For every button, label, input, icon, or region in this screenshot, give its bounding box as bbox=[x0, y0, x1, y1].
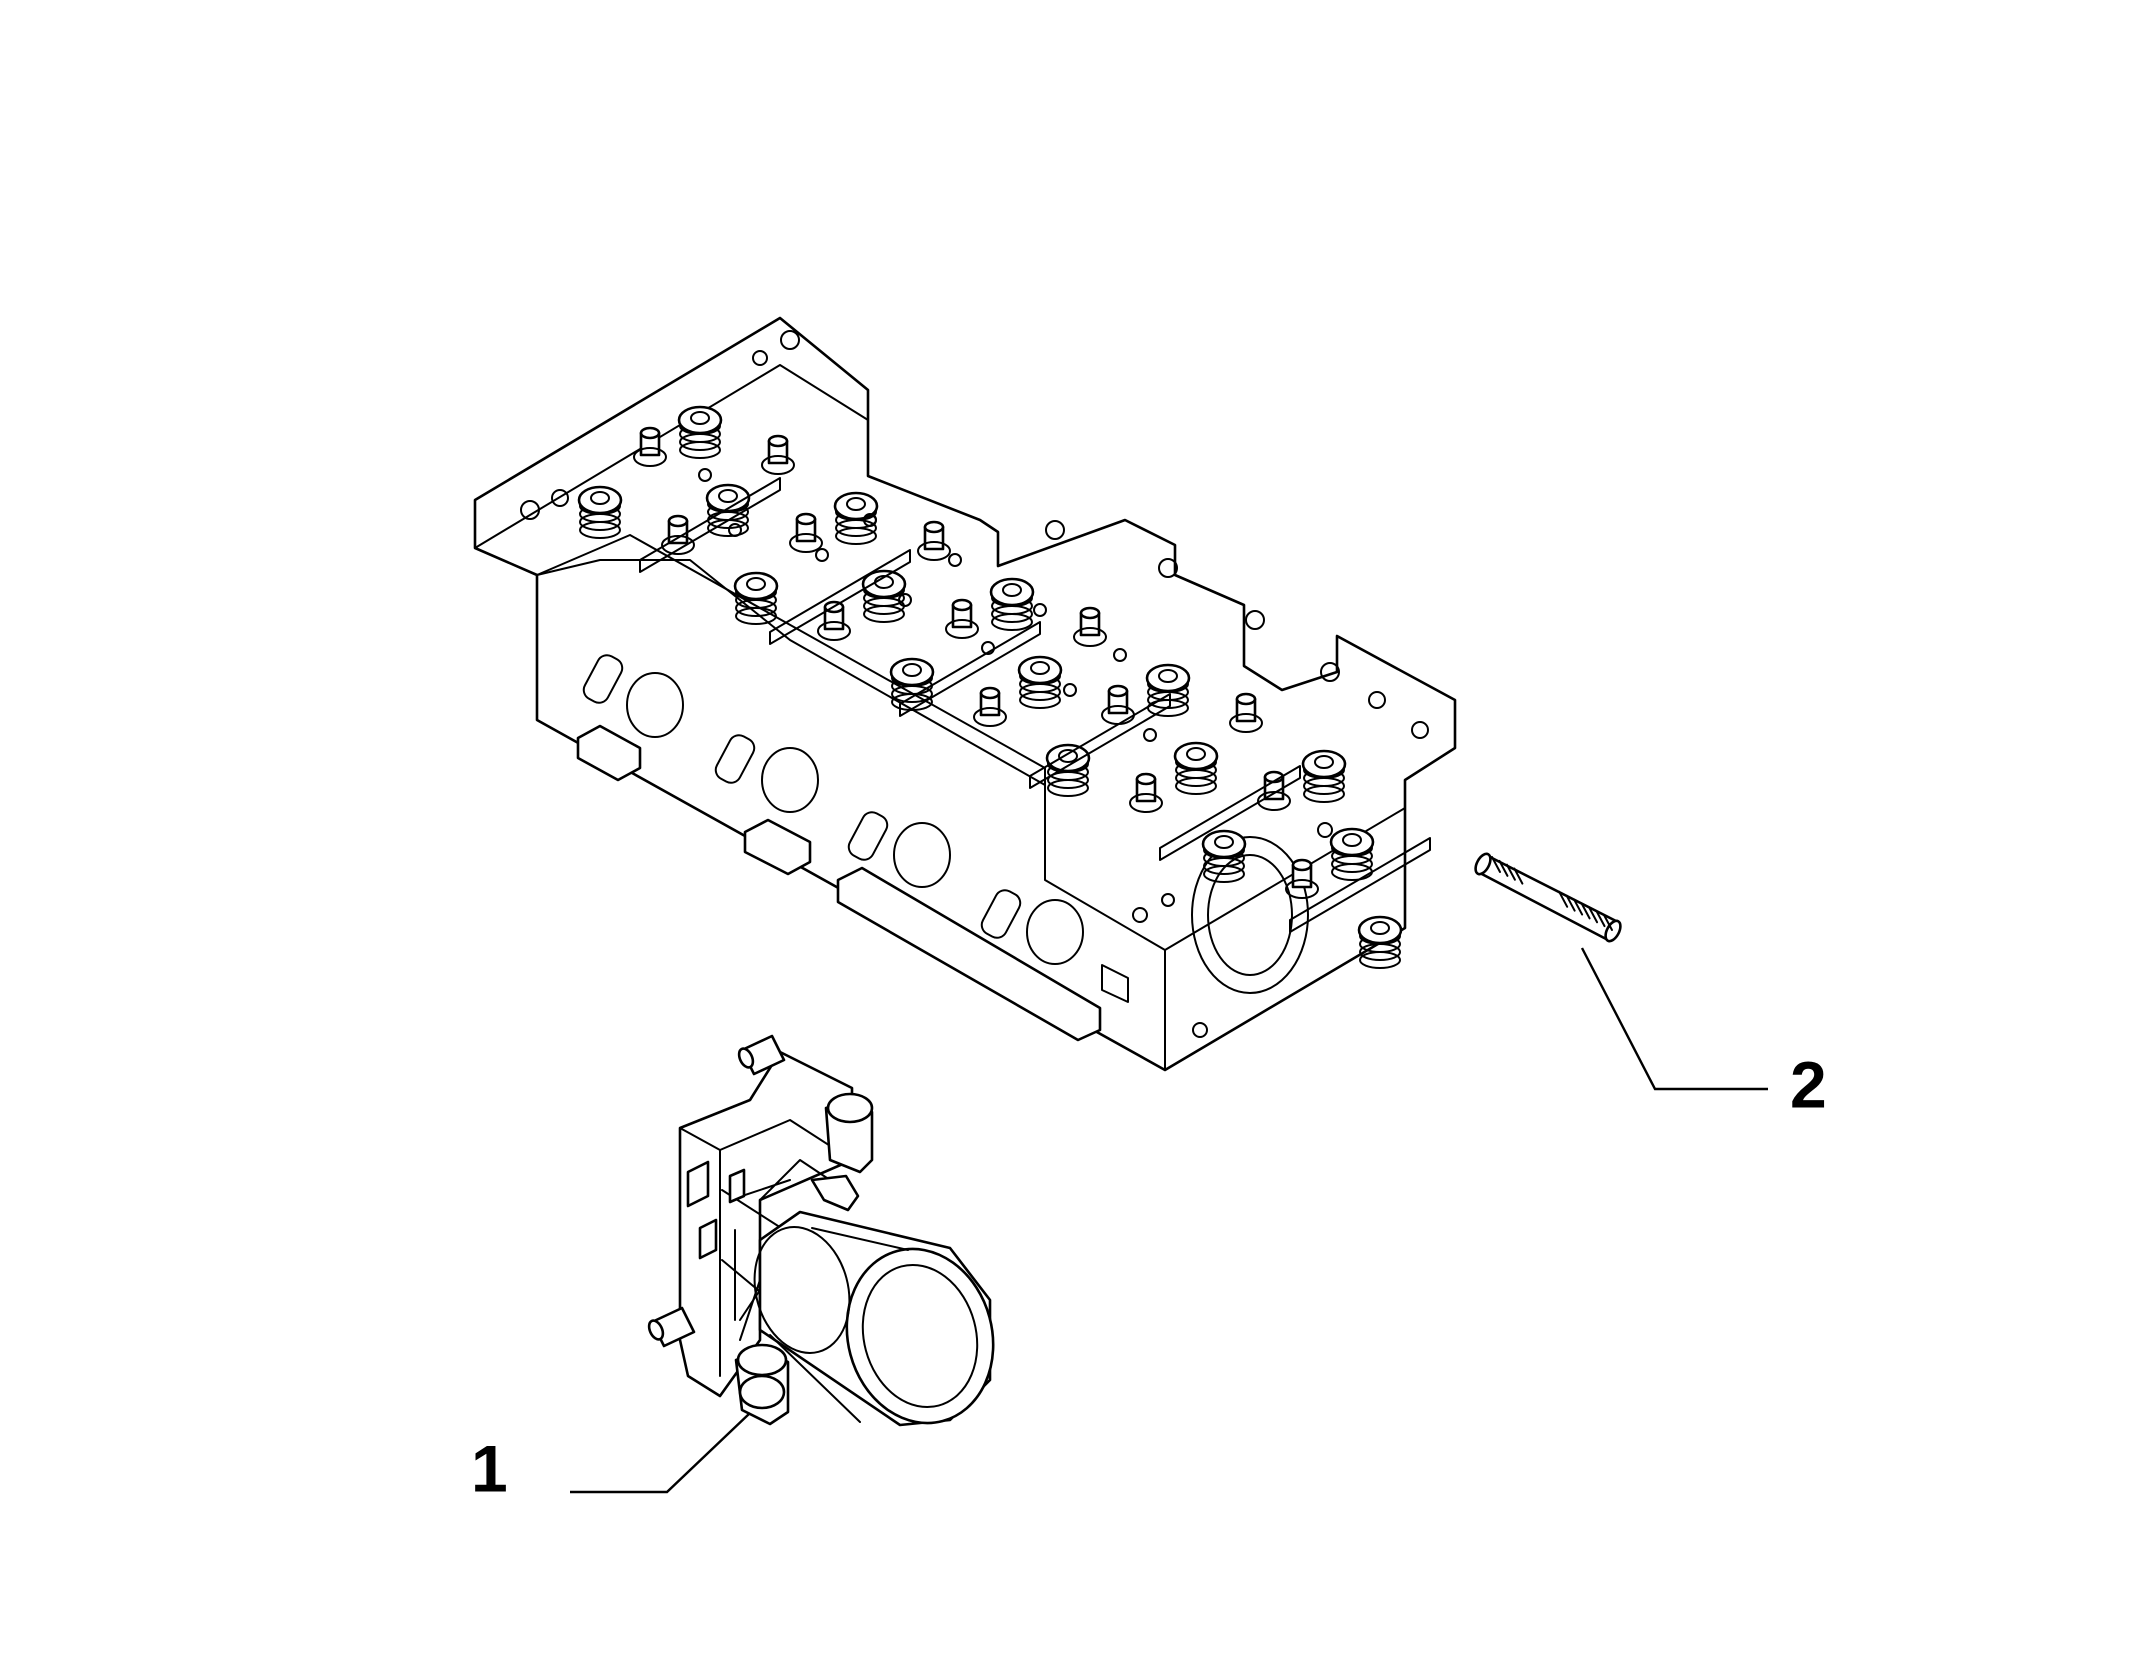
cam-bearing-wall bbox=[1289, 837, 1431, 933]
valve-spring-assembly bbox=[989, 577, 1035, 631]
valve-spring-assembly bbox=[1201, 829, 1247, 883]
oil-hole bbox=[981, 641, 995, 655]
valve-spring-assembly bbox=[789, 512, 823, 553]
oil-hole bbox=[1033, 603, 1047, 617]
valve-spring-assembly bbox=[661, 514, 695, 555]
callout-label-1: 1 bbox=[471, 1431, 508, 1505]
stud-threads bbox=[1491, 856, 1613, 931]
intake-ports bbox=[582, 654, 1084, 965]
valve-spring-assembly bbox=[1301, 749, 1347, 803]
oil-hole bbox=[898, 593, 912, 607]
valve-spring-assembly bbox=[1017, 655, 1063, 709]
cam-bearing-wall bbox=[639, 477, 781, 573]
oil-hole bbox=[698, 468, 712, 482]
valvetrain-detail bbox=[577, 405, 1431, 969]
oil-hole bbox=[728, 523, 742, 537]
cam-bearing-wall bbox=[769, 549, 911, 645]
valve-spring-assembly bbox=[1101, 684, 1135, 725]
oil-hole bbox=[1113, 648, 1127, 662]
head-end-face bbox=[1101, 822, 1333, 1071]
oil-hole bbox=[815, 548, 829, 562]
oil-hole bbox=[948, 553, 962, 567]
oil-hole bbox=[1063, 683, 1077, 697]
oil-hole bbox=[863, 513, 877, 527]
valve-spring-assembly bbox=[817, 600, 851, 641]
oil-hole bbox=[1143, 728, 1157, 742]
valve-spring-assembly bbox=[677, 405, 723, 459]
valve-spring-assembly bbox=[973, 686, 1007, 727]
outlet-pipe-bore bbox=[861, 1263, 979, 1409]
housing-ribs bbox=[721, 1159, 831, 1341]
valve-spring-assembly bbox=[945, 598, 979, 639]
leader-line-1 bbox=[570, 1412, 751, 1494]
valve-spring-assembly bbox=[1145, 663, 1191, 717]
leader-line-2 bbox=[1580, 947, 1768, 1091]
housing-bolt-bottom bbox=[734, 1343, 790, 1426]
lower-bosses bbox=[576, 724, 1102, 1042]
outlet-pipe-end bbox=[845, 1247, 995, 1425]
valve-spring-assembly bbox=[1129, 772, 1163, 813]
flange-holes bbox=[520, 330, 1429, 739]
valve-spring-assembly bbox=[1173, 741, 1219, 795]
stud-bolt-part[interactable] bbox=[1473, 851, 1624, 943]
valve-spring-assembly bbox=[1329, 827, 1375, 881]
thermostat-housing-part[interactable] bbox=[646, 1034, 1012, 1440]
cylinder-head-part[interactable] bbox=[473, 316, 1457, 1072]
cam-bearing-wall bbox=[1029, 693, 1171, 789]
top-deck-edge bbox=[474, 364, 1406, 951]
valve-spring-assembly bbox=[633, 426, 667, 467]
valve-spring-assembly bbox=[733, 571, 779, 625]
valve-spring-assembly bbox=[861, 569, 907, 623]
valve-spring-assembly bbox=[1357, 915, 1403, 969]
housing-bolt-top bbox=[810, 1092, 874, 1212]
valve-spring-assembly bbox=[833, 491, 879, 545]
valve-spring-assembly bbox=[1285, 858, 1319, 899]
valve-spring-assembly bbox=[761, 434, 795, 475]
callout-1-group: 1 bbox=[471, 1412, 751, 1505]
valve-spring-assembly bbox=[917, 520, 951, 561]
valve-spring-assembly bbox=[1045, 743, 1091, 797]
valve-spring-assembly bbox=[1229, 692, 1263, 733]
callout-2-group: 2 bbox=[1580, 947, 1827, 1121]
callout-label-2: 2 bbox=[1790, 1047, 1827, 1121]
cam-bearing-wall bbox=[1159, 765, 1301, 861]
valve-spring-assembly bbox=[577, 485, 623, 539]
valve-spring-assembly bbox=[1257, 770, 1291, 811]
valve-spring-assembly bbox=[1073, 606, 1107, 647]
